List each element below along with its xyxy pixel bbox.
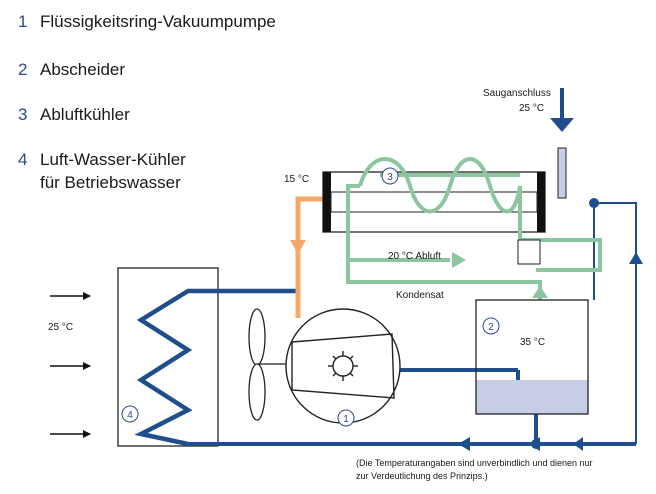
suction-connection	[550, 88, 574, 199]
legend-number: 3	[18, 105, 28, 124]
legend-label: Abluftkühler	[40, 105, 130, 124]
legend-label: für Betriebswasser	[40, 173, 181, 192]
temp-15-label: 15 °C	[284, 174, 309, 185]
separator-tank	[475, 299, 589, 415]
legend-item-4-line2: für Betriebswasser	[40, 173, 181, 193]
ambient-air-arrows	[50, 292, 91, 438]
exhaust-arrow	[452, 252, 466, 268]
exhaust-cooler	[322, 171, 546, 233]
condensate-label: Kondensat	[396, 290, 444, 301]
legend-label: Flüssigkeitsring-Vakuumpumpe	[40, 12, 276, 31]
condensate-arrow	[532, 286, 548, 298]
ambient-temp-label: 25 °C	[48, 322, 73, 333]
marker-2-number: 2	[488, 322, 494, 333]
marker-1: 1	[337, 409, 355, 427]
marker-3: 3	[381, 167, 399, 185]
marker-4-number: 4	[127, 410, 133, 421]
exhaust-label: 20 °C Abluft	[388, 251, 441, 262]
legend-label: Luft-Wasser-Kühler	[40, 150, 186, 169]
vacuum-pump	[285, 308, 401, 424]
legend-number: 2	[18, 60, 28, 79]
condensate-trap	[517, 239, 541, 265]
suction-label: Sauganschluss	[483, 88, 551, 99]
disclaimer-line-1: (Die Temperaturangaben sind unverbindlic…	[356, 458, 593, 468]
fan-icon	[248, 308, 287, 421]
cooler-coil	[134, 288, 300, 447]
marker-3-number: 3	[387, 172, 393, 183]
hot-gas-arrow	[290, 240, 306, 254]
suction-temp: 25 °C	[519, 103, 544, 114]
marker-1-number: 1	[343, 414, 349, 425]
return-loop	[593, 202, 637, 444]
legend-number: 1	[18, 12, 28, 31]
air-line	[346, 157, 602, 300]
legend-number: 4	[18, 150, 28, 169]
legend-label: Abscheider	[40, 60, 126, 79]
junction-dot	[531, 439, 541, 449]
junction-dot	[589, 198, 599, 208]
separator-temp: 35 °C	[520, 337, 545, 348]
disclaimer-line-2: zur Verdeutlichung des Prinzips.)	[356, 471, 488, 481]
marker-2: 2	[482, 317, 500, 335]
marker-4: 4	[121, 405, 139, 423]
